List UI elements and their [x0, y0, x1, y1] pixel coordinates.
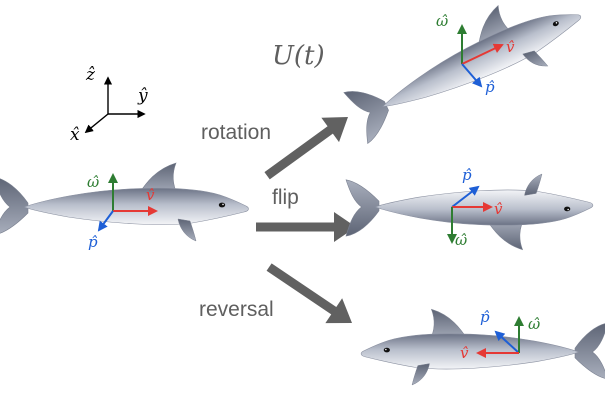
transform-label-rotation: rotation — [201, 121, 271, 144]
p-vector — [451, 185, 480, 208]
vectors-flip: p̂ v̂ ω̂ — [447, 166, 503, 249]
vectors-original: ω̂ v̂ p̂ — [87, 173, 158, 251]
v-label: v̂ — [506, 38, 515, 56]
dolphin-reversal: p̂ ω̂ v̂ — [360, 308, 605, 386]
axis-y-label: ŷ — [137, 86, 148, 106]
v-label: v̂ — [494, 200, 503, 218]
axis-z-label: ẑ — [85, 65, 96, 85]
dolphin-rotation: ω̂ v̂ p̂ — [337, 0, 595, 150]
vectors-rotation: ω̂ v̂ p̂ — [436, 12, 515, 96]
p-label: p̂ — [88, 233, 98, 251]
omega-label: ω̂ — [436, 12, 448, 30]
omega-label: ω̂ — [87, 173, 99, 191]
coordinate-axes-key: ẑ ŷ x̂ — [70, 65, 148, 145]
arrow-flip — [256, 212, 356, 242]
p-vector — [461, 63, 483, 88]
p-label: p̂ — [480, 308, 490, 326]
v-vector — [461, 43, 504, 65]
transform-label-reversal: reversal — [199, 298, 274, 321]
omega-label: ω̂ — [528, 315, 540, 333]
axis-x-label: x̂ — [70, 125, 80, 145]
p-label: p̂ — [485, 78, 495, 96]
v-label: v̂ — [460, 344, 469, 362]
p-label: p̂ — [462, 166, 472, 184]
dolphin-original: ω̂ v̂ p̂ — [0, 162, 249, 251]
transform-label-flip: flip — [272, 186, 299, 209]
p-vector — [97, 210, 114, 232]
operator-title: U(t) — [272, 41, 325, 71]
arrow-rotation — [258, 104, 357, 188]
p-vector — [494, 330, 520, 354]
vectors-reversal: p̂ ω̂ v̂ — [460, 308, 540, 362]
arrow-reversal — [260, 254, 361, 336]
v-label: v̂ — [146, 186, 155, 204]
dolphin-flip: p̂ v̂ ω̂ — [345, 166, 594, 251]
omega-label: ω̂ — [455, 231, 467, 249]
